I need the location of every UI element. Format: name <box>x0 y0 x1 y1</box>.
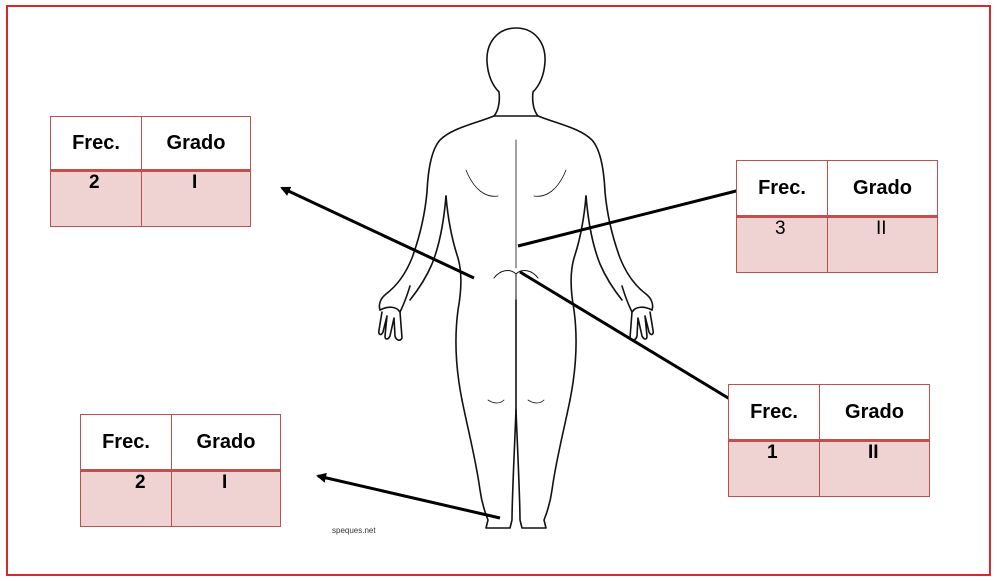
grade-value: I <box>172 471 281 527</box>
human-figure <box>379 28 653 528</box>
grade-value: II <box>828 217 938 273</box>
grade-value: I <box>142 171 251 227</box>
freq-value: 1 <box>729 441 820 497</box>
table-bottom-right: Frec. Grado 1 II <box>728 384 930 497</box>
freq-value: 2 <box>81 471 172 527</box>
freq-header: Frec. <box>737 161 828 217</box>
freq-header: Frec. <box>51 117 142 171</box>
grade-value: II <box>820 441 930 497</box>
grade-header: Grado <box>828 161 938 217</box>
freq-value: 2 <box>51 171 142 227</box>
freq-value: 3 <box>737 217 828 273</box>
table-bottom-left: Frec. Grado 2 I <box>80 414 281 527</box>
arrow-to-table-bottom-right <box>520 272 748 410</box>
grade-header: Grado <box>172 415 281 471</box>
table-top-left: Frec. Grado 2 I <box>50 116 251 227</box>
grade-header: Grado <box>820 385 930 441</box>
table-top-right: Frec. Grado 3 II <box>736 160 938 273</box>
grade-header: Grado <box>142 117 251 171</box>
freq-header: Frec. <box>81 415 172 471</box>
arrow-to-table-bottom-left <box>318 476 500 518</box>
freq-header: Frec. <box>729 385 820 441</box>
credit-text: speques.net <box>332 526 376 535</box>
arrow-to-table-top-right <box>518 188 748 246</box>
